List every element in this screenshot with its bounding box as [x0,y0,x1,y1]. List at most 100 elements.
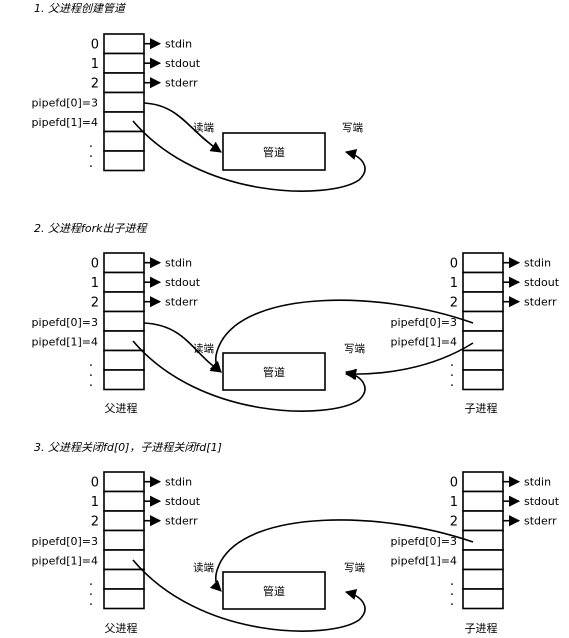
parent-write-end-arrow [132,340,366,412]
fd-cell-5 [103,568,145,590]
fd-number: 0 [91,38,99,53]
fd-number: 1 [91,57,99,72]
fd-number: 1 [450,276,458,291]
fd-number: 0 [91,257,99,272]
section-1-title: 1. 父进程创建管道 [34,2,127,15]
fd-cell-6 [103,369,145,391]
section-1-parent-fd-table [103,33,145,172]
fd-cell-4 [462,330,504,352]
fd-number: 1 [91,495,99,510]
fd-cell-5 [103,130,145,152]
pipefd-read-label: pipefd[0]=3 [391,535,457,548]
fd-cell-2 [103,510,145,532]
ellipsis-dot: . [450,574,454,589]
section-1-parent-stdio: stdin stdout stderr [144,38,201,90]
read-end-label: 读端 [193,561,214,574]
pipefd-write-label: pipefd[1]=4 [32,116,98,129]
section-2-parent-fd-labels: 0 1 2 pipefd[0]=3 pipefd[1]=4 . . . 父进程 [32,257,138,416]
section-3-pipe: 管道 读端 写端 [193,561,365,610]
ellipsis-dot: . [450,594,454,609]
stdout-label: stdout [165,276,201,289]
pipefd-read-label: pipefd[0]=3 [32,97,98,110]
write-end-label: 写端 [344,561,365,574]
fd-cell-0 [462,252,504,274]
stdout-label: stdout [524,495,560,508]
fd-cell-2 [103,72,145,94]
ellipsis-dot: . [89,584,93,599]
ellipsis-dot: . [89,355,93,370]
child-read-end-arrow [209,299,474,373]
stderr-label: stderr [165,77,198,90]
fd-number: 0 [450,476,458,491]
pipefd-write-label: pipefd[1]=4 [391,336,457,349]
fd-cell-0 [103,252,145,274]
stdout-label: stdout [165,57,201,70]
pipe-box [222,571,326,610]
ellipsis-dot: . [89,156,93,171]
fd-number: 2 [91,77,99,92]
fd-cell-6 [462,588,504,610]
section-3: 3. 父进程关闭fd[0]，子进程关闭fd[1] 0 1 2 pipefd[0]… [32,441,560,635]
ellipsis-dot: . [89,365,93,380]
section-1-parent-fd-labels: 0 1 2 pipefd[0]=3 pipefd[1]=4 . . . [32,38,99,172]
pipefd-write-label: pipefd[1]=4 [32,336,98,349]
fd-number: 2 [91,515,99,530]
stderr-label: stderr [524,296,557,309]
ellipsis-dot: . [89,375,93,390]
fd-cell-0 [103,471,145,493]
stdin-label: stdin [165,257,192,270]
child-process-caption: 子进程 [465,622,498,635]
section-3-child-fd-table [462,471,504,610]
pipefd-read-label: pipefd[0]=3 [32,316,98,329]
pipe-box [222,352,326,391]
fd-cell-1 [462,490,504,512]
fd-number: 2 [450,515,458,530]
section-2-parent-fd-table [103,252,145,391]
section-3-child-stdio: stdin stdout stderr [503,476,560,528]
fd-cell-4 [462,549,504,571]
stdout-label: stdout [165,495,201,508]
fd-cell-6 [462,369,504,391]
pipe-box [222,132,326,171]
stderr-label: stderr [165,515,198,528]
stderr-label: stderr [524,515,557,528]
fd-cell-1 [462,271,504,293]
section-3-child-fd-labels: 0 1 2 pipefd[0]=3 pipefd[1]=4 . . . 子进程 [391,476,498,636]
ellipsis-dot: . [450,375,454,390]
fd-cell-6 [103,150,145,172]
stdout-label: stdout [524,276,560,289]
section-3-title: 3. 父进程关闭fd[0]，子进程关闭fd[1] [34,441,222,454]
section-2-child-fd-labels: 0 1 2 pipefd[0]=3 pipefd[1]=4 . . . 子进程 [391,257,498,416]
fd-cell-1 [103,490,145,512]
fd-cell-5 [103,349,145,371]
write-end-label: 写端 [342,121,363,134]
read-end-label: 读端 [193,342,214,355]
stdin-label: stdin [524,257,551,270]
section-2-title: 2. 父进程fork出子进程 [34,222,148,235]
fd-cell-1 [103,271,145,293]
section-2: 2. 父进程fork出子进程 0 1 2 pipefd[0]=3 pipefd[… [32,222,560,415]
child-process-caption: 子进程 [465,402,498,415]
section-1-connections [132,102,366,192]
fd-cell-3 [103,310,145,332]
fd-number: 2 [91,296,99,311]
fd-number: 0 [450,257,458,272]
ellipsis-dot: . [89,594,93,609]
fd-number: 1 [450,495,458,510]
section-3-parent-stdio: stdin stdout stderr [144,476,201,528]
fd-cell-1 [103,52,145,74]
fd-cell-2 [103,291,145,313]
stdin-label: stdin [524,476,551,489]
section-3-connections [132,519,474,632]
fd-cell-5 [462,568,504,590]
ellipsis-dot: . [450,355,454,370]
section-2-connections [132,299,474,412]
parent-process-caption: 父进程 [105,402,138,415]
ellipsis-dot: . [89,574,93,589]
write-end-arrow [132,120,366,192]
fd-number: 0 [91,476,99,491]
fd-cell-0 [462,471,504,493]
section-3-parent-fd-table [103,471,145,610]
ellipsis-dot: . [450,584,454,599]
section-3-parent-fd-labels: 0 1 2 pipefd[0]=3 pipefd[1]=4 . . . 父进程 [32,476,138,636]
